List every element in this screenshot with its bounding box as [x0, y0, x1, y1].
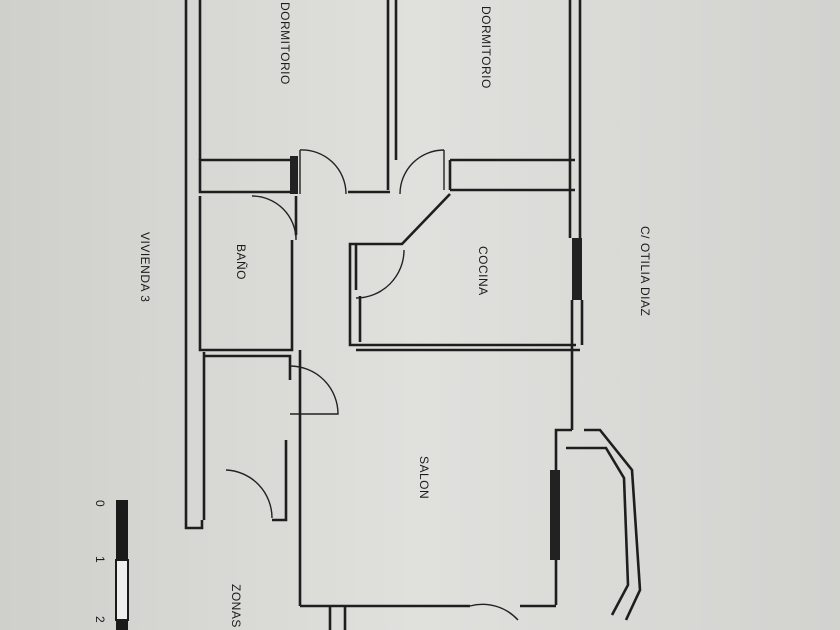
- scale-tick-0: 0: [93, 500, 107, 507]
- room-label-bathroom: BAÑO: [234, 244, 248, 280]
- scale-tick-1: 1: [93, 556, 107, 563]
- room-labels: DORMITORIO DORMITORIO BAÑO COCINA SALON …: [138, 2, 652, 628]
- scale-segment-light: [115, 559, 129, 621]
- scale-segment-dark: [116, 500, 128, 560]
- room-label-bedroom-2: DORMITORIO: [479, 6, 493, 89]
- window-corridor: [290, 156, 298, 194]
- unit-label: VIVIENDA 3: [138, 232, 152, 302]
- scale-tick-2: 2: [93, 616, 107, 623]
- door-swings: [225, 149, 519, 621]
- windows: [290, 156, 582, 560]
- room-label-kitchen: COCINA: [476, 246, 490, 296]
- scale-bar: 0 1 2: [93, 500, 129, 630]
- window-kitchen: [572, 238, 582, 300]
- window-living: [550, 470, 560, 560]
- room-label-bedroom-1: DORMITORIO: [278, 2, 292, 85]
- room-label-zones: ZONAS: [229, 584, 243, 628]
- street-label: C/ OTILIA DIAZ: [638, 226, 652, 316]
- scale-segment-end: [116, 620, 128, 630]
- room-label-living: SALON: [417, 456, 431, 499]
